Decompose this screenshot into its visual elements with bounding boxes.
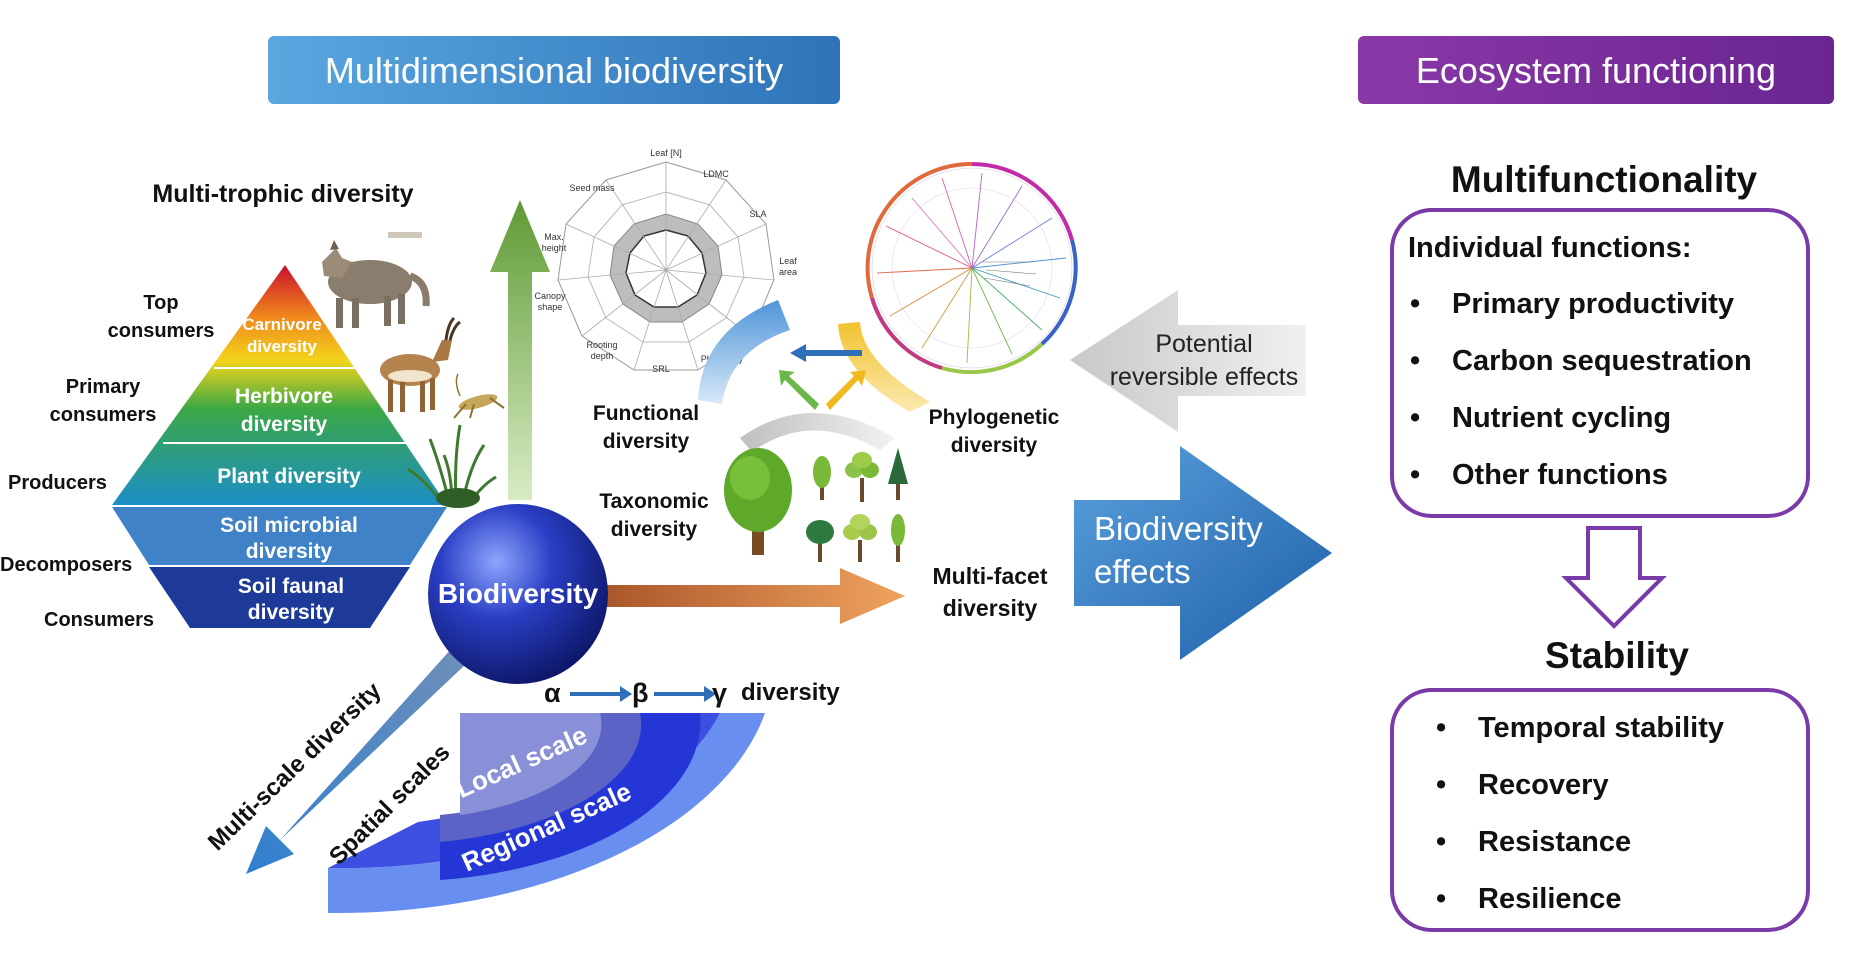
sphere-label: Biodiversity xyxy=(438,578,599,609)
phylo-to-functional-arrow xyxy=(790,344,862,362)
diversity-word: diversity xyxy=(741,679,840,706)
taxo-to-functional-arrow xyxy=(779,370,819,410)
green-up-arrow xyxy=(490,200,550,500)
svg-text:•: • xyxy=(1436,712,1446,744)
header-left: Multidimensional biodiversity xyxy=(268,36,840,104)
label-decomposers: Decomposers xyxy=(0,554,132,576)
header-right-title: Ecosystem functioning xyxy=(1416,50,1776,91)
pyramid-soil-microbial xyxy=(112,507,447,565)
svg-text:SRL: SRL xyxy=(652,364,670,374)
label-consumers: Consumers xyxy=(44,609,154,631)
svg-text:SLA: SLA xyxy=(749,209,766,219)
svg-text:Seed mass: Seed mass xyxy=(569,183,615,193)
down-arrow xyxy=(1561,526,1667,629)
taxonomic-arc xyxy=(740,413,895,452)
antelope-icon xyxy=(380,316,461,412)
pyramid-title: Multi-trophic diversity xyxy=(152,180,413,208)
header-right: Ecosystem functioning xyxy=(1358,36,1834,104)
multifunctionality-title: Multifunctionality xyxy=(1451,159,1758,200)
landscape-arc xyxy=(328,713,765,914)
stability-item: Temporal stability xyxy=(1478,712,1724,744)
function-item: Carbon sequestration xyxy=(1452,345,1752,377)
pyramid-soil-faunal xyxy=(149,567,410,628)
beta-symbol: β xyxy=(632,678,648,708)
svg-text:•: • xyxy=(1410,402,1420,434)
wolf-icon xyxy=(322,232,430,328)
function-item: Other functions xyxy=(1452,459,1668,491)
svg-text:Rooting: Rooting xyxy=(586,340,617,350)
header-left-title: Multidimensional biodiversity xyxy=(325,50,783,91)
taxo-to-phylo-arrow xyxy=(826,370,866,410)
tree-icons xyxy=(724,448,908,562)
svg-text:Leaf [N]: Leaf [N] xyxy=(650,148,682,158)
svg-text:•: • xyxy=(1410,345,1420,377)
stability-item: Recovery xyxy=(1478,769,1609,801)
alpha-symbol: α xyxy=(544,678,561,708)
svg-text:•: • xyxy=(1410,459,1420,491)
alpha-beta-gamma: α β γ diversity xyxy=(544,678,840,708)
individual-functions-label: Individual functions: xyxy=(1408,232,1692,264)
gamma-symbol: γ xyxy=(712,678,727,708)
svg-text:shape: shape xyxy=(538,302,563,312)
svg-text:Leaf: Leaf xyxy=(779,256,797,266)
svg-text:height: height xyxy=(542,243,567,253)
phylogenetic-arc xyxy=(838,322,930,412)
function-item: Primary productivity xyxy=(1452,288,1734,320)
svg-text:•: • xyxy=(1410,288,1420,320)
svg-text:Max.: Max. xyxy=(544,232,564,242)
pyramid-upper xyxy=(112,265,447,505)
biodiversity-sphere: Biodiversity xyxy=(428,504,608,684)
svg-text:area: area xyxy=(779,267,797,277)
svg-text:Canopy: Canopy xyxy=(534,291,566,301)
grasshopper-icon xyxy=(453,373,505,419)
facet-arrows xyxy=(698,300,930,452)
svg-text:•: • xyxy=(1436,826,1446,858)
stability-box xyxy=(1390,688,1810,932)
functional-arc xyxy=(698,300,790,404)
multiscale-arrow xyxy=(246,648,466,874)
label-producers: Producers xyxy=(8,472,107,494)
svg-text:•: • xyxy=(1436,769,1446,801)
grass-icon xyxy=(407,424,497,508)
stability-item: Resistance xyxy=(1478,826,1631,858)
stability-title: Stability xyxy=(1545,635,1689,676)
function-item: Nutrient cycling xyxy=(1452,402,1671,434)
svg-text:LDMC: LDMC xyxy=(703,169,729,179)
level-plant: Plant diversity xyxy=(217,465,361,488)
spatial-scales-arcs xyxy=(328,713,765,914)
svg-text:depth: depth xyxy=(591,351,614,361)
multifunctionality-box xyxy=(1390,208,1810,518)
stability-item: Resilience xyxy=(1478,883,1621,915)
orange-right-arrow xyxy=(600,568,905,624)
svg-text:•: • xyxy=(1436,883,1446,915)
phylogenetic-tree xyxy=(865,161,1078,375)
